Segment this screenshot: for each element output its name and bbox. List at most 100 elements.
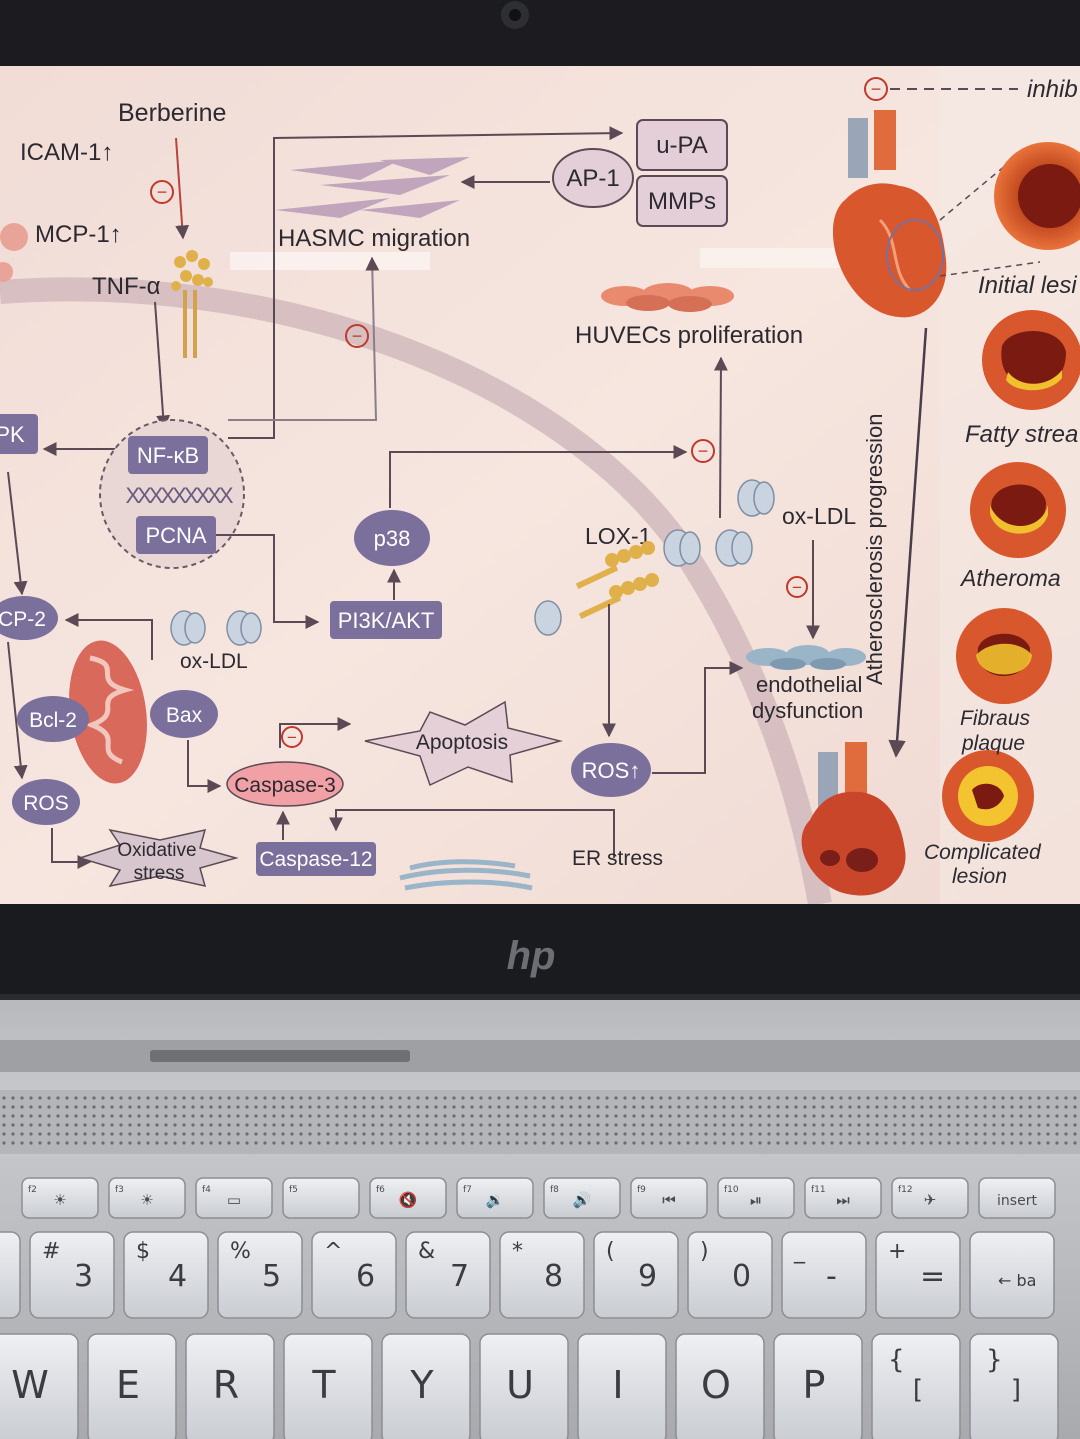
key-main-label: E: [116, 1363, 140, 1407]
fkey-insert[interactable]: insert: [978, 1177, 1056, 1219]
progression-label: Atherosclerosis progression: [862, 414, 887, 685]
pi3k-box: [330, 601, 442, 639]
bcl2-node: [17, 696, 89, 742]
fkey-f10[interactable]: f10⏯: [717, 1177, 795, 1219]
ucp2-node: [0, 596, 58, 640]
stage-2-label: Atheroma: [959, 565, 1061, 591]
key-main-label: R: [213, 1363, 239, 1407]
key-letter-6[interactable]: I: [577, 1333, 667, 1439]
key-letter-3[interactable]: T: [283, 1333, 373, 1439]
key-shift-label: {: [888, 1345, 905, 1375]
ros-left-node: [12, 779, 80, 825]
fkey-number: f7: [463, 1185, 472, 1195]
key-main-label: 9: [638, 1259, 657, 1294]
key-9[interactable]: _-: [781, 1231, 867, 1319]
fkey-f5[interactable]: f5: [282, 1177, 360, 1219]
fkey-number: f3: [115, 1185, 124, 1195]
pk-text: PK: [0, 422, 25, 447]
key-main-label: T: [311, 1363, 336, 1407]
fkey-f2[interactable]: f2☀: [21, 1177, 99, 1219]
fkey-number: f9: [637, 1185, 646, 1195]
mmps-box: [636, 175, 728, 227]
fkey-f4[interactable]: f4▭: [195, 1177, 273, 1219]
key-5[interactable]: &7: [405, 1231, 491, 1319]
key-3[interactable]: %5: [217, 1231, 303, 1319]
heart-bottom: [801, 742, 906, 896]
key-letter-9[interactable]: {[: [871, 1333, 961, 1439]
lox1-label: LOX-1: [585, 523, 651, 549]
fkey-icon: ▭: [227, 1191, 241, 1209]
mmps-text: MMPs: [648, 188, 716, 215]
key-shift-label: #: [42, 1239, 60, 1264]
ucp2-text: CP-2: [0, 608, 46, 631]
ap1-text: AP-1: [566, 165, 619, 192]
key-1[interactable]: #3: [29, 1231, 115, 1319]
fkey-f8[interactable]: f8🔊: [543, 1177, 621, 1219]
key-letter-1[interactable]: E: [87, 1333, 177, 1439]
caspase3-text: Caspase-3: [234, 774, 336, 797]
key-main-label: =: [920, 1259, 945, 1294]
endo-label-2: dysfunction: [752, 698, 863, 723]
key-0[interactable]: @2: [0, 1231, 21, 1319]
key-shift-label: &: [418, 1239, 435, 1264]
key-4[interactable]: ^6: [311, 1231, 397, 1319]
key-10[interactable]: +=: [875, 1231, 961, 1319]
apoptosis-text: Apoptosis: [416, 731, 508, 754]
fkey-f7[interactable]: f7 🔉: [456, 1177, 534, 1219]
fkey-icon: insert: [997, 1193, 1037, 1209]
key-letter-10[interactable]: }]: [969, 1333, 1059, 1439]
fkey-icon: 🔊: [573, 1190, 592, 1209]
huvecs-cells: [601, 283, 734, 312]
er-stress-label: ER stress: [572, 847, 663, 870]
key-letter-4[interactable]: Y: [381, 1333, 471, 1439]
fkey-f3[interactable]: f3 ☀: [108, 1177, 186, 1219]
inhibit-legend-label: inhib: [1027, 76, 1078, 103]
key-main-label: Y: [409, 1363, 434, 1407]
inhibit-marker-4: −: [792, 578, 802, 597]
stage-labels: Initial lesi Fatty strea Atheroma Fibrau…: [924, 272, 1078, 888]
key-main-label: -: [826, 1259, 837, 1294]
key-main-label: 4: [168, 1259, 187, 1294]
key-shift-label: _: [793, 1239, 806, 1264]
fkey-icon: ⏯: [750, 1191, 762, 1209]
drug-label: Berberine: [118, 99, 226, 127]
key-shift-label: ^: [324, 1239, 342, 1264]
bcl2-text: Bcl-2: [29, 709, 77, 732]
key-6[interactable]: *8: [499, 1231, 585, 1319]
key-2[interactable]: $4: [123, 1231, 209, 1319]
key-main-label: I: [612, 1363, 623, 1407]
p38-text: p38: [374, 526, 411, 551]
fkey-icon: 🔉: [486, 1191, 505, 1209]
mitochondrion: [69, 640, 147, 784]
fkey-number: f6: [376, 1185, 385, 1195]
key-letter-8[interactable]: P: [773, 1333, 863, 1439]
key-main-label: ← ba: [998, 1271, 1036, 1290]
fkey-f9[interactable]: f9 ⏮: [630, 1177, 708, 1219]
caspase12-text: Caspase-12: [259, 848, 372, 871]
oxidative-stress-star: [77, 828, 239, 888]
stage-0-label: Initial lesi: [978, 272, 1077, 299]
key-shift-label: ): [700, 1239, 709, 1264]
fkey-icon: ☀: [140, 1191, 153, 1209]
key-letter-0[interactable]: W: [0, 1333, 79, 1439]
fkey-f11[interactable]: f11⏭: [804, 1177, 882, 1219]
key-7[interactable]: (9: [593, 1231, 679, 1319]
key-11[interactable]: ← ba: [969, 1231, 1055, 1319]
fkey-icon: ⏮: [662, 1191, 676, 1209]
key-main-label: 0: [732, 1259, 751, 1294]
key-letter-2[interactable]: R: [185, 1333, 275, 1439]
oxldl-particles: [170, 479, 775, 646]
key-shift-label: (: [606, 1239, 615, 1264]
key-letter-7[interactable]: O: [675, 1333, 765, 1439]
key-letter-5[interactable]: U: [479, 1333, 569, 1439]
key-main-label: 8: [544, 1259, 563, 1294]
key-shift-label: +: [888, 1239, 906, 1264]
fkey-f12[interactable]: f12✈: [891, 1177, 969, 1219]
fkey-f6[interactable]: f6🔇: [369, 1177, 447, 1219]
caspase12-box: [256, 842, 376, 876]
key-8[interactable]: )0: [687, 1231, 773, 1319]
oxidative-text-1: Oxidative: [117, 840, 196, 861]
